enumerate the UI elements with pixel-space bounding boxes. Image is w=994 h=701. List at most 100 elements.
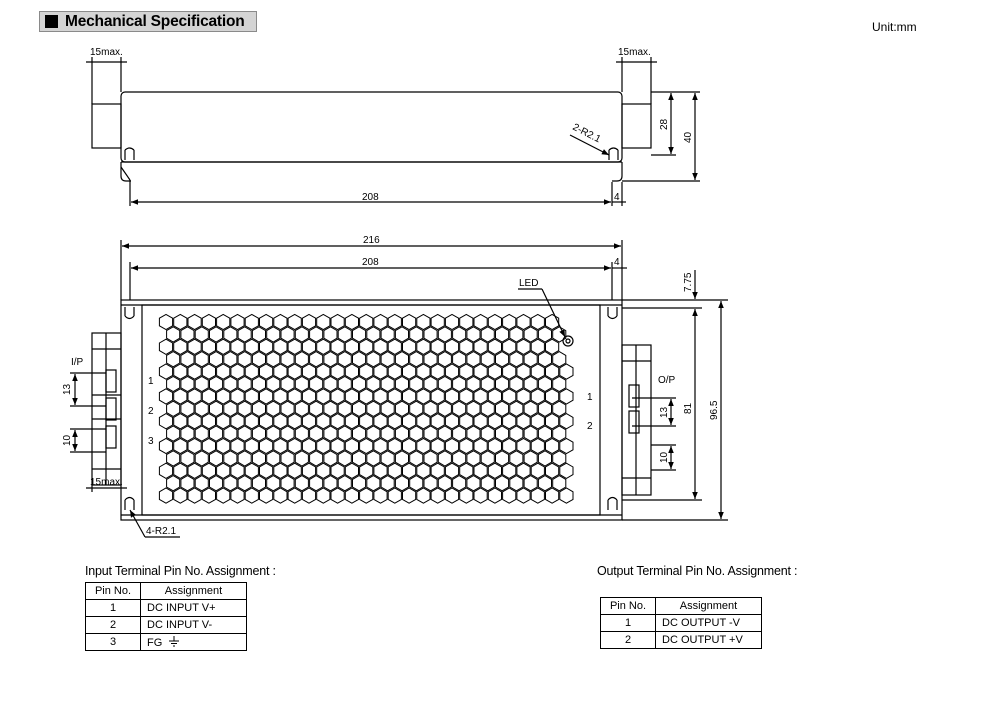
vent-hole xyxy=(359,462,374,479)
vent-hole xyxy=(502,462,517,479)
top-right-max-note: 15max. xyxy=(618,47,651,58)
vent-hole xyxy=(466,326,481,343)
vent-hole xyxy=(487,338,502,355)
vent-hole xyxy=(344,313,359,331)
vent-hole xyxy=(466,450,481,467)
output-label: O/P xyxy=(658,375,676,386)
vent-hole xyxy=(530,338,545,355)
section-title: Mechanical Specification xyxy=(65,13,245,30)
vent-hole xyxy=(452,425,467,442)
pin-number: 1 xyxy=(600,614,656,632)
vent-hole xyxy=(402,437,417,455)
input-pin-3: 3 xyxy=(148,436,154,447)
vent-hole xyxy=(223,375,238,393)
vent-hole xyxy=(194,400,209,417)
vent-hole xyxy=(559,363,574,380)
led-label: LED xyxy=(519,278,538,289)
vent-hole xyxy=(502,388,517,405)
vent-hole xyxy=(158,338,174,355)
vent-hole xyxy=(523,326,538,343)
vent-hole xyxy=(366,425,381,442)
vent-hole xyxy=(559,462,574,479)
vent-hole xyxy=(487,437,502,455)
vent-hole xyxy=(530,313,545,331)
vent-hole xyxy=(444,437,460,455)
vent-hole xyxy=(237,351,252,368)
vent-hole xyxy=(545,313,560,331)
vent-hole xyxy=(409,375,424,393)
vent-hole xyxy=(309,375,324,393)
vent-hole xyxy=(316,487,331,504)
vent-hole xyxy=(187,363,202,380)
vent-hole xyxy=(344,388,359,405)
top-dim-end: 4 xyxy=(614,192,620,203)
vent-hole xyxy=(230,363,245,380)
vent-hole xyxy=(216,413,231,430)
vent-hole xyxy=(466,425,481,442)
vent-hole xyxy=(516,487,531,504)
vent-hole xyxy=(259,313,274,331)
vent-hole xyxy=(380,375,395,393)
vent-hole xyxy=(259,437,274,455)
vent-hole xyxy=(223,425,238,442)
vent-hole xyxy=(158,313,174,331)
vent-hole xyxy=(373,437,388,455)
top-dim-length: 208 xyxy=(362,192,379,203)
input-label: I/P xyxy=(71,357,84,368)
pin-assignment: DC OUTPUT +V xyxy=(655,631,762,649)
vent-hole xyxy=(301,462,317,479)
vent-hole xyxy=(466,475,481,492)
vent-hole xyxy=(201,313,216,331)
vent-hole xyxy=(495,375,510,393)
led-indicator xyxy=(562,335,574,347)
vent-hole xyxy=(158,388,174,405)
vent-hole xyxy=(337,425,352,442)
vent-hole xyxy=(409,450,424,467)
vent-hole xyxy=(409,326,424,343)
vent-hole xyxy=(244,413,259,430)
vent-hole xyxy=(280,351,295,368)
vent-hole xyxy=(187,338,202,355)
pin-number: 1 xyxy=(85,599,141,617)
vent-hole xyxy=(459,487,474,504)
vent-hole xyxy=(294,425,309,442)
front-dim-height: 96.5 xyxy=(709,400,720,420)
vent-hole xyxy=(394,326,409,343)
vent-hole xyxy=(266,375,281,393)
vent-hole xyxy=(237,400,252,417)
vent-hole xyxy=(452,375,467,393)
vent-hole xyxy=(251,475,266,492)
vent-hole xyxy=(201,413,216,430)
vent-hole xyxy=(280,450,295,467)
vent-hole xyxy=(287,363,302,380)
output-pin-table: Pin No. Assignment 1 DC OUTPUT -V 2 DC O… xyxy=(600,597,762,649)
vent-hole xyxy=(273,437,288,455)
vent-hole xyxy=(216,462,231,479)
vent-hole xyxy=(330,462,345,479)
vent-hole xyxy=(366,326,381,343)
vent-hole xyxy=(366,450,381,467)
vent-hole xyxy=(316,388,331,405)
vent-hole xyxy=(280,400,295,417)
vent-hole xyxy=(373,313,388,331)
pin-assignment-cell: FG xyxy=(140,633,247,651)
input-terminal-block xyxy=(91,332,122,486)
vent-hole xyxy=(473,388,488,405)
top-dim-height-outer: 40 xyxy=(683,131,694,143)
vent-hole xyxy=(180,351,195,368)
vent-hole xyxy=(516,388,531,405)
vent-hole xyxy=(509,326,524,343)
vent-hole xyxy=(194,475,209,492)
vent-hole xyxy=(301,313,317,331)
vent-hole xyxy=(459,363,474,380)
vent-hole xyxy=(287,338,302,355)
input-pin-2: 2 xyxy=(148,406,154,417)
vent-hole xyxy=(373,487,388,504)
front-dim-total: 216 xyxy=(363,235,380,246)
vent-hole xyxy=(416,437,431,455)
vent-hole xyxy=(452,351,467,368)
vent-hole xyxy=(166,425,181,442)
vent-hole xyxy=(502,413,517,430)
vent-hole xyxy=(437,475,452,492)
vent-hole xyxy=(237,450,252,467)
